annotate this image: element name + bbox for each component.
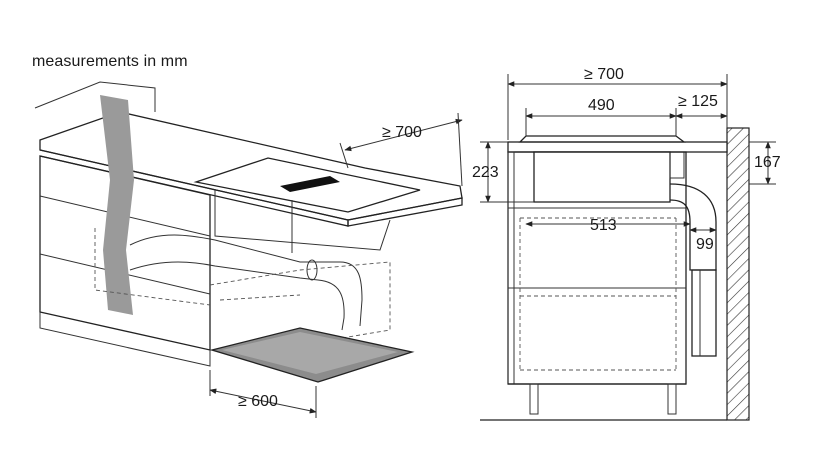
caption-measurements: measurements in mm	[32, 53, 188, 70]
dim-left-clearance: ≥ 600	[238, 393, 278, 410]
wall	[726, 127, 750, 421]
dim-left-depth: ≥ 700	[382, 124, 422, 141]
dim-back-gap: ≥ 125	[678, 93, 718, 110]
dim-duct-width: 99	[696, 236, 714, 253]
duct-chase	[100, 95, 134, 315]
isometric-view: ≥ 700 ≥ 600	[34, 81, 463, 418]
section-worktop	[507, 141, 728, 153]
section-view: ≥ 700 490 ≥ 125 223 167 513 99	[472, 66, 781, 421]
foot-front	[529, 383, 539, 415]
dim-duct-height: 167	[754, 154, 781, 171]
cooktop	[193, 157, 421, 213]
dim-hob-width: 490	[588, 97, 615, 114]
duct-vertical	[691, 269, 717, 357]
back-wall	[34, 81, 156, 112]
dim-right-total-depth: ≥ 700	[584, 66, 624, 83]
dim-unit-depth: 513	[590, 217, 617, 234]
cooktop-vent-slot	[280, 176, 340, 192]
foot-back	[667, 383, 677, 415]
hob-body	[533, 151, 671, 203]
duct-elbow	[669, 183, 717, 271]
dim-hob-height: 223	[472, 164, 499, 181]
